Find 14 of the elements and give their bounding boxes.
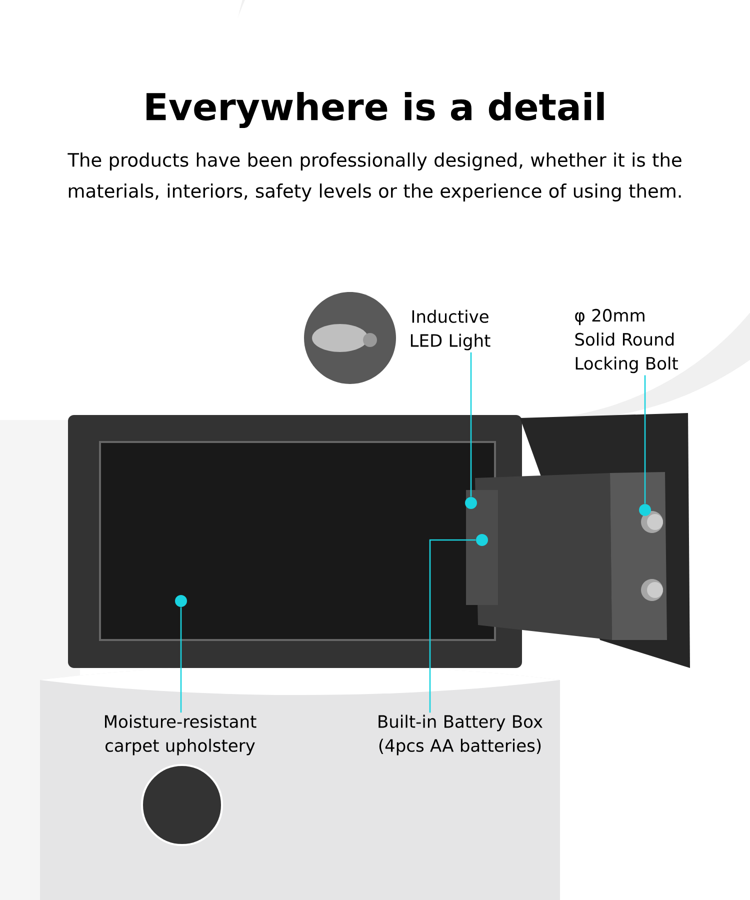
callout-text: φ 20mm Solid Round Locking Bolt bbox=[575, 308, 678, 374]
title: Everywhere is a detail bbox=[146, 92, 604, 128]
callout-text: Built-in Battery Box (4pcs AA batteries) bbox=[378, 714, 542, 756]
callout-dot bbox=[465, 497, 477, 509]
subtitle: The products have been professionally designed, whether it is the materials, interiors, safety levels or the experience of using them. bbox=[68, 152, 682, 202]
leader-line bbox=[429, 539, 476, 713]
leader-line bbox=[644, 375, 646, 504]
callout-dot bbox=[175, 595, 187, 607]
callout-text: Inductive LED Light bbox=[410, 310, 490, 350]
callout-text: Moisture-resistant carpet upholstery bbox=[105, 714, 256, 756]
leader-line bbox=[180, 607, 182, 713]
callout-dot bbox=[476, 534, 488, 546]
leader-line bbox=[470, 352, 472, 497]
callout-dot bbox=[639, 504, 651, 516]
